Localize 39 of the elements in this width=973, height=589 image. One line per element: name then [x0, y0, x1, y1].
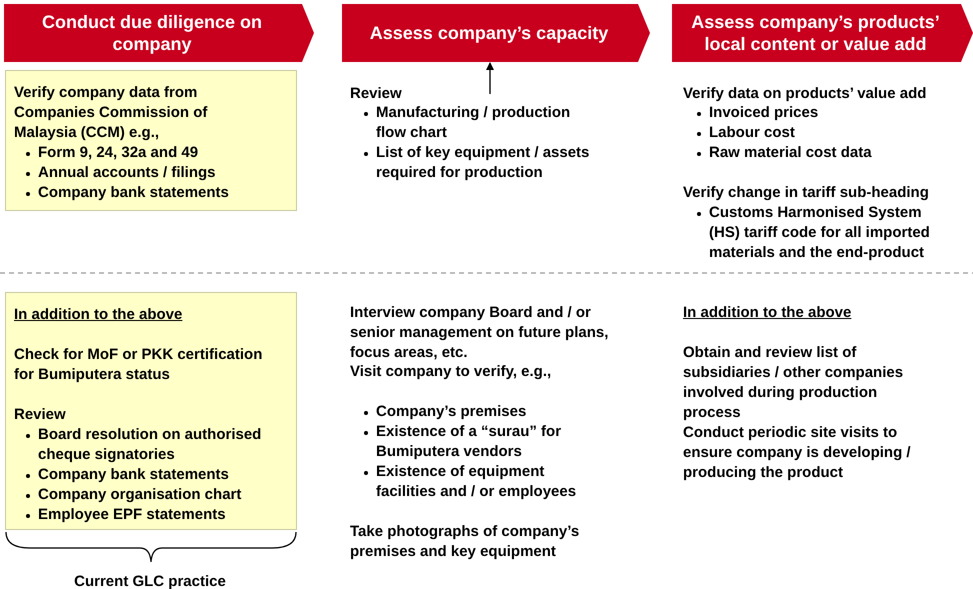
bullet-item: Labour cost — [695, 123, 955, 143]
body-text: Visit company to verify, e.g., — [350, 362, 552, 382]
bullet-item: Existence of equipment facilities and / or employees — [362, 462, 602, 502]
bullet-item: Form 9, 24, 32a and 49 — [22, 143, 266, 163]
bullet-item: Annual accounts / filings — [22, 163, 266, 183]
bullet-item: Raw material cost data — [695, 143, 955, 163]
body-text: Verify change in tariff sub-heading — [683, 183, 930, 203]
body-text: Take photographs of company’s premises and key equipment — [350, 522, 580, 562]
brace-caption: Current GLC practice — [73, 572, 227, 589]
bullet-item: Manufacturing / production flow chart — [362, 103, 602, 143]
body-text: Conduct periodic site visits to ensure company is developing / producing the product — [683, 423, 912, 483]
header-text: Assess company’s products’ local content or value add — [690, 11, 941, 56]
section-heading: In addition to the above — [14, 305, 184, 325]
body-text: Review — [350, 84, 403, 104]
bullet-item: Company organisation chart — [22, 485, 266, 505]
bullet-item: List of key equipment / assets required for production — [362, 143, 622, 183]
body-text: Interview company Board and / or senior management on future plans, focus areas, etc. — [350, 303, 610, 363]
bullet-item: Customs Harmonised System (HS) tariff code for all imported materials and the end-product — [695, 203, 955, 263]
arrow — [486, 62, 494, 94]
chevron-header — [672, 4, 973, 62]
body-text: Review — [14, 405, 67, 425]
chevron-header — [342, 4, 650, 62]
note-box — [5, 292, 297, 530]
section-heading: In addition to the above — [683, 303, 852, 323]
body-text: Obtain and review list of subsidiaries / other companies involved during production process — [683, 343, 904, 423]
bullet-item: Company bank statements — [22, 183, 266, 203]
bullet-item: Employee EPF statements — [22, 505, 266, 525]
bullet-item: Invoiced prices — [695, 103, 955, 123]
chevron-header — [4, 4, 314, 62]
bullet-item: Company’s premises — [362, 402, 642, 422]
bullet-item: Company bank statements — [22, 465, 266, 485]
bullet-item: Board resolution on authorised cheque signatories — [22, 425, 266, 465]
bullet-item: Existence of a “surau” for Bumiputera vendors — [362, 422, 582, 462]
note-box — [5, 70, 297, 211]
header-text: Conduct due diligence on company — [41, 11, 263, 56]
body-text: Verify data on products’ value add — [683, 84, 928, 104]
body-text: Check for MoF or PKK certification for Bumiputera status — [14, 345, 264, 385]
header-text: Assess company’s capacity — [368, 22, 610, 45]
body-text: Verify company data from Companies Commission of Malaysia (CCM) e.g., — [14, 83, 208, 143]
